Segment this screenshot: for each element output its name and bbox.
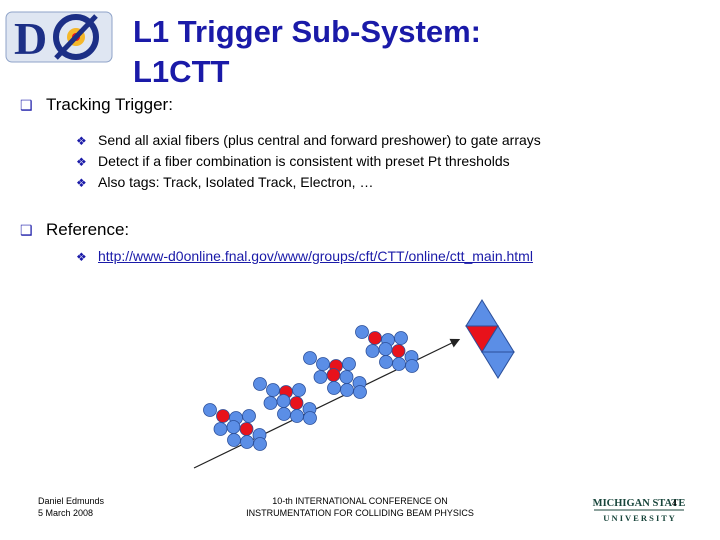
sub-bullet-text: Also tags: Track, Isolated Track, Electr… [98, 174, 374, 190]
fiber [213, 422, 228, 436]
fiber [316, 357, 330, 371]
fiber [339, 370, 354, 384]
sub-bullet: ❖ Detect if a fiber combination is consis… [76, 151, 510, 172]
hit-fiber [368, 331, 382, 345]
footer-author: Daniel Edmunds [38, 496, 105, 506]
slide-title: L1 Trigger Sub-System: L1CTT [133, 12, 481, 92]
bullet-tracking-trigger: ❑ Tracking Trigger: [20, 94, 173, 116]
fiber [405, 359, 419, 373]
msu-logo-line-2: U N I V E R S I T Y [603, 513, 675, 523]
diamond-bullet-icon: ❖ [76, 176, 87, 190]
reference-link[interactable]: http://www-d0online.fnal.gov/www/groups/… [98, 248, 533, 264]
svg-text:D: D [14, 13, 47, 64]
diamond-bullet-icon: ❖ [76, 155, 87, 169]
sub-bullet: ❖ Also tags: Track, Isolated Track, Elect… [76, 172, 373, 193]
fiber [292, 383, 306, 397]
fiber [378, 342, 393, 356]
fiber [266, 383, 280, 397]
fiber-layers [203, 325, 419, 451]
footer-conference-line-1: 10-th INTERNATIONAL CONFERENCE ON [272, 496, 448, 506]
hit-fiber [216, 409, 230, 423]
footer-conference: 10-th INTERNATIONAL CONFERENCE ON INSTRU… [200, 495, 520, 519]
fiber [353, 385, 367, 399]
footer-date: 5 March 2008 [38, 508, 94, 518]
fiber [240, 435, 254, 449]
fiber [242, 409, 256, 423]
hit-fiber [326, 368, 341, 382]
bullet-text: Reference: [46, 220, 130, 239]
fiber [253, 437, 267, 451]
hit-fiber [391, 344, 406, 358]
fiber [342, 357, 356, 371]
checkbox-bullet-icon: ❑ [20, 222, 33, 238]
sub-bullet: ❖ http://www-d0online.fnal.gov/www/groups… [76, 246, 533, 267]
preshower-diamond [465, 299, 515, 379]
bullet-text: Tracking Trigger: [46, 95, 173, 114]
fiber [253, 377, 267, 391]
hit-fiber [289, 396, 304, 410]
fiber [226, 420, 241, 434]
title-line-2: L1CTT [133, 54, 230, 89]
footer-conference-line-2: INSTRUMENTATION FOR COLLIDING BEAM PHYSI… [246, 508, 474, 518]
fiber [392, 357, 406, 371]
sub-bullet-text: Send all axial fibers (plus central and … [98, 132, 541, 148]
bullet-reference: ❑ Reference: [20, 219, 129, 241]
fiber [365, 344, 380, 358]
fiber [277, 407, 291, 421]
fiber [379, 355, 393, 369]
fiber [227, 433, 241, 447]
fiber [340, 383, 354, 397]
fiber [290, 409, 304, 423]
fiber-track-diagram [193, 299, 515, 469]
fiber [313, 370, 328, 384]
fiber [303, 411, 317, 425]
fiber [263, 396, 278, 410]
diamond-bullet-icon: ❖ [76, 250, 87, 264]
fiber [276, 394, 291, 408]
fiber [203, 403, 217, 417]
fiber [355, 325, 369, 339]
fiber [394, 331, 408, 345]
footer-author-block: Daniel Edmunds 5 March 2008 [38, 495, 104, 519]
msu-logo-icon: MICHIGAN STATE U N I V E R S I T Y 4 [592, 494, 686, 524]
msu-logo-line-1: MICHIGAN STATE [593, 498, 686, 509]
title-line-1: L1 Trigger Sub-System: [133, 14, 481, 49]
checkbox-bullet-icon: ❑ [20, 97, 33, 113]
fiber [303, 351, 317, 365]
hit-fiber [239, 422, 254, 436]
fiber [327, 381, 341, 395]
sub-bullet-text: Detect if a fiber combination is consist… [98, 153, 510, 169]
sub-bullet: ❖ Send all axial fibers (plus central and… [76, 130, 541, 151]
d0-logo-icon: D [5, 11, 113, 64]
page-number: 4 [672, 498, 677, 508]
diamond-bullet-icon: ❖ [76, 134, 87, 148]
